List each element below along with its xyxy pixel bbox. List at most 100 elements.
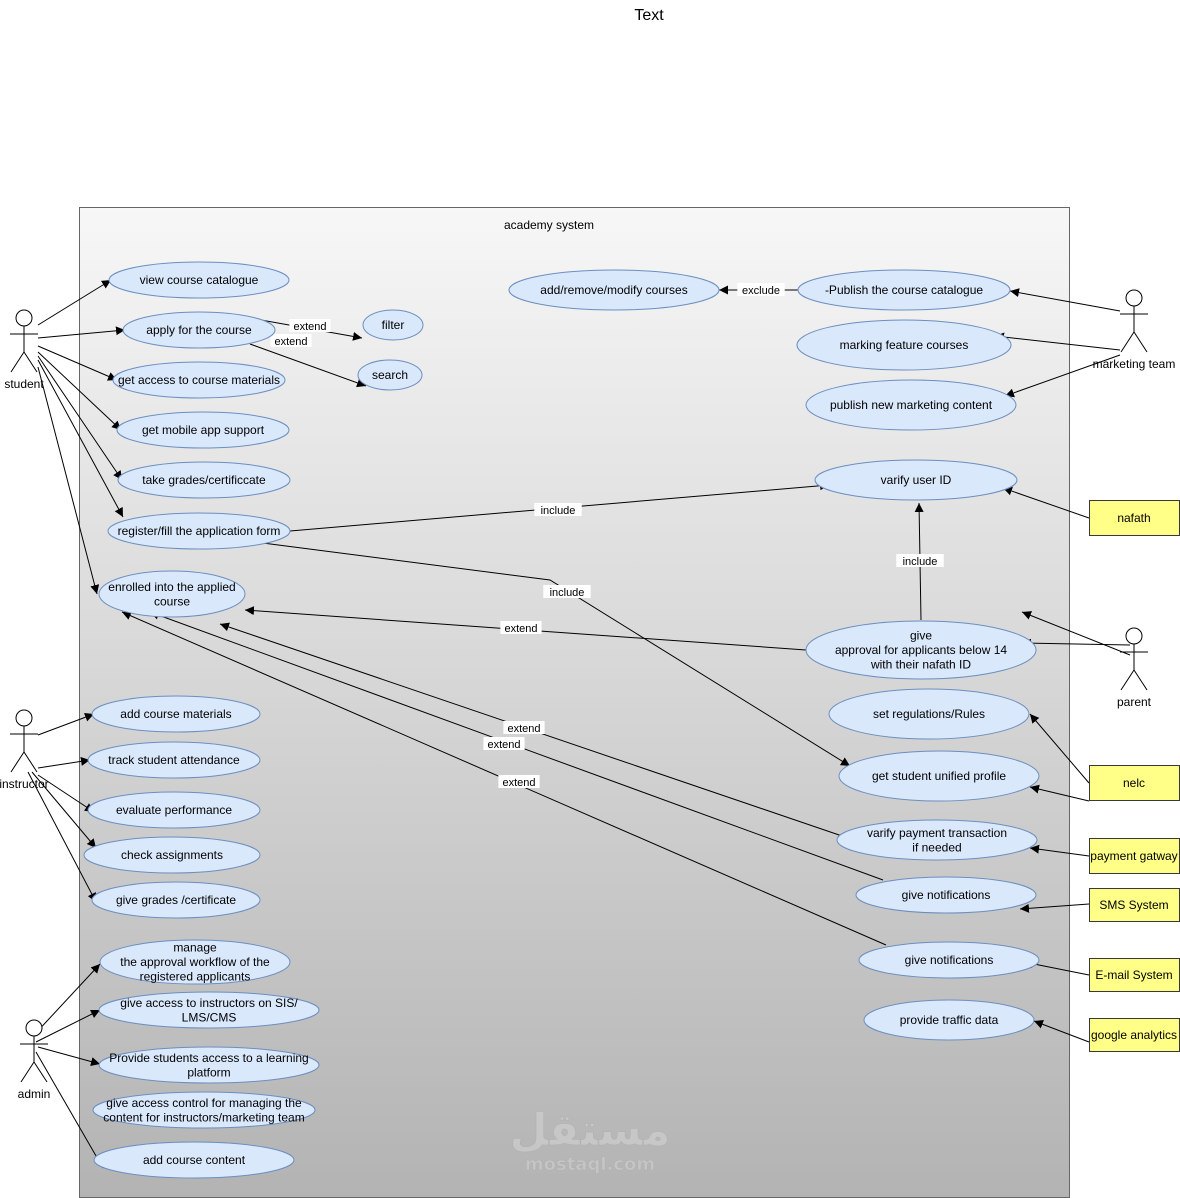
usecase-filter[interactable]: filter: [362, 309, 424, 341]
connection-line: [994, 332, 1121, 351]
usecase-regulations[interactable]: set regulations/Rules: [828, 688, 1030, 740]
usecase-notif-sms[interactable]: give notifications: [855, 876, 1037, 914]
actor-head: [1125, 627, 1143, 645]
actors: student instructor admin marketing team pare…: [0, 289, 1176, 1101]
label-background: [500, 621, 542, 634]
usecase-label: set regulations/Rules: [873, 707, 985, 721]
usecase-label: with their nafath ID: [870, 658, 971, 672]
usecase-take-grades[interactable]: take grades/certificcate: [117, 461, 291, 499]
usecase-marketing-content[interactable]: publish new marketing content: [805, 379, 1017, 431]
usecase-label: add/remove/modify courses: [540, 283, 687, 297]
external-box: [1089, 958, 1180, 992]
actor-admin[interactable]: admin: [18, 1019, 51, 1101]
usecase-verify-id[interactable]: varify user ID: [814, 459, 1018, 501]
usecase-notif-email[interactable]: give notifications: [858, 941, 1040, 979]
external-email[interactable]: E-mail System: [1089, 958, 1180, 992]
usecase-label: registered applicants: [140, 970, 251, 984]
usecase-label: give notifications: [905, 953, 994, 967]
usecase-give-grades[interactable]: give grades /certificate: [91, 881, 261, 919]
usecase-traffic[interactable]: provide traffic data: [863, 999, 1035, 1041]
usecase-access-control[interactable]: give access control for managing thecont…: [92, 1091, 316, 1129]
connection-line: [1004, 354, 1121, 398]
usecase-shape: [107, 512, 291, 550]
usecase-shape: [508, 269, 720, 311]
external-nafath[interactable]: nafath: [1089, 500, 1180, 536]
usecase-materials-access[interactable]: get access to course materials: [112, 361, 286, 399]
usecase-shape: [814, 459, 1018, 501]
usecase-modify-courses[interactable]: add/remove/modify courses: [508, 269, 720, 311]
usecase-label: the approval workflow of the: [120, 955, 270, 969]
usecase-unified-profile[interactable]: get student unified profile: [838, 750, 1040, 802]
usecase-label: enrolled into the applied: [108, 580, 235, 594]
external-payment[interactable]: payment gatway: [1089, 838, 1180, 874]
external-nelc[interactable]: nelc: [1089, 765, 1180, 801]
actor-leg: [1120, 331, 1135, 353]
usecase-label: Provide students access to a learning: [109, 1051, 308, 1065]
actor-head: [15, 709, 33, 727]
usecase-label: marking feature courses: [840, 338, 969, 352]
relation-label-include: include: [896, 554, 944, 568]
usecase-shape: [98, 991, 320, 1029]
use-cases: view course catalogue apply for the cours…: [83, 261, 1040, 1179]
usecase-evaluate[interactable]: evaluate performance: [87, 791, 261, 829]
actor-instructor[interactable]: instructor: [0, 709, 49, 791]
usecase-label: provide traffic data: [900, 1013, 999, 1027]
page-title: Text: [634, 7, 664, 24]
relation-text: extend: [293, 321, 326, 333]
usecase-add-materials[interactable]: add course materials: [91, 695, 261, 733]
actor-leg: [1120, 669, 1135, 691]
connection-line: [254, 541, 851, 767]
actor-student[interactable]: student: [4, 309, 44, 391]
actor-leg: [1133, 331, 1148, 353]
usecase-label: evaluate performance: [116, 803, 232, 817]
connection-line: [1019, 903, 1090, 913]
connection-line: [37, 355, 123, 481]
usecase-shape: [858, 941, 1040, 979]
usecase-shape: [83, 836, 261, 874]
usecase-search[interactable]: search: [357, 359, 423, 391]
external-label: payment gatway: [1090, 849, 1177, 863]
connection-line: [1029, 713, 1090, 784]
usecase-register[interactable]: register/fill the application form: [107, 512, 291, 550]
relation-label-include: include: [543, 585, 591, 599]
connection-line: [37, 366, 100, 595]
actor-leg: [33, 1061, 48, 1083]
usecase-shape: [91, 881, 261, 919]
actor-marketing[interactable]: marketing team: [1093, 289, 1176, 371]
relation-label-exclude: exclude: [737, 283, 785, 297]
label-background: [270, 334, 312, 347]
connection-line: [1009, 288, 1121, 312]
usecase-shape: [99, 939, 291, 985]
usecase-instructor-access[interactable]: give access to instructors on SIS/LMS/CM…: [98, 991, 320, 1029]
usecase-learning-platform[interactable]: Provide students access to a learningpla…: [98, 1046, 320, 1084]
usecase-shape: [117, 461, 291, 499]
usecase-attendance[interactable]: track student attendance: [87, 741, 261, 779]
usecase-label: register/fill the application form: [118, 524, 281, 538]
actor-leg: [10, 751, 25, 773]
usecase-add-content[interactable]: add course content: [93, 1141, 295, 1179]
external-label: nelc: [1123, 776, 1145, 790]
usecase-label: check assignments: [121, 848, 223, 862]
actor-parent[interactable]: parent: [1117, 627, 1152, 709]
external-sms[interactable]: SMS System: [1089, 888, 1180, 922]
usecase-assignments[interactable]: check assignments: [83, 836, 261, 874]
usecase-shape: [805, 620, 1037, 680]
usecase-shape: [98, 570, 246, 618]
external-label: nafath: [1117, 511, 1150, 525]
usecase-apply[interactable]: apply for the course: [122, 311, 276, 349]
relation-text: extend: [502, 777, 535, 789]
external-ga[interactable]: google analytics: [1089, 1018, 1180, 1052]
usecase-view-catalogue[interactable]: view course catalogue: [108, 261, 290, 299]
relation-text: extend: [507, 723, 540, 735]
actor-leg: [23, 751, 38, 773]
connection-line: [37, 345, 118, 381]
usecase-mobile-support[interactable]: get mobile app support: [116, 411, 290, 449]
usecase-publish-catalogue[interactable]: -Publish the course catalogue: [797, 269, 1011, 311]
usecase-feature-courses[interactable]: marking feature courses: [796, 319, 1012, 371]
usecase-label: track student attendance: [108, 753, 240, 767]
